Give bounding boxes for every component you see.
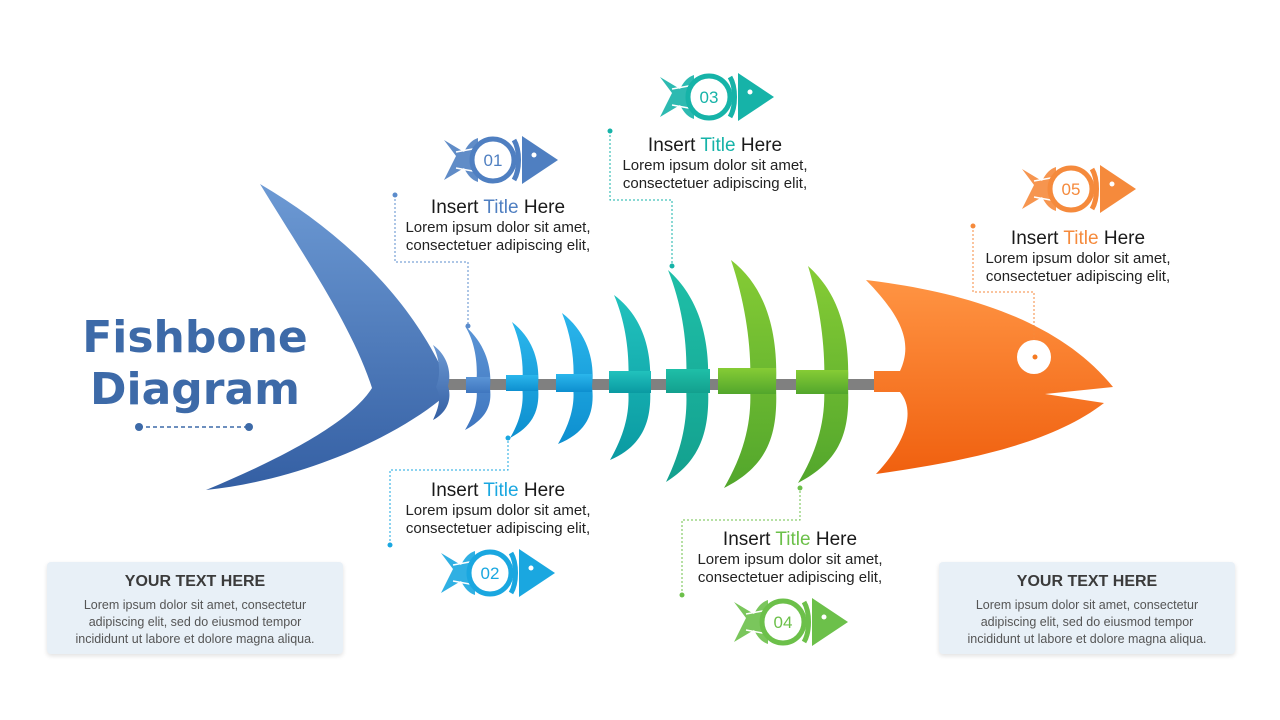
fish-number-02: 02 [481,564,500,583]
leader-line-2 [389,438,509,545]
step-text-5: Lorem ipsum dolor sit amet,consectetuer … [985,250,1171,285]
leader-dot-1 [392,192,398,198]
text-card-right-title: YOUR TEXT HERE [1016,573,1158,590]
step-title-accent-2: Title [483,480,519,501]
step-title-accent-3: Title [700,135,736,156]
step-text-1: Lorem ipsum dolor sit amet,consectetuer … [405,219,591,254]
text-card-right: YOUR TEXT HERE Lorem ipsum dolor sit ame… [939,562,1235,654]
rib-5 [666,270,710,482]
leader-dot-2b [505,435,511,441]
fish-pupil [1032,354,1038,360]
leader-dot-5 [970,223,976,229]
page-title-line2: Diagram [89,364,301,415]
leader-dot-4 [679,592,685,598]
text-card-left-body: Lorem ipsum dolor sit amet, consectetur … [75,598,315,646]
step-title-5: Insert Title Here [1010,228,1146,249]
step-text-4: Lorem ipsum dolor sit amet,consectetuer … [697,551,883,586]
step-label-3: Insert Title Here Lorem ipsum dolor sit … [597,135,833,193]
step-label-5: Insert Title Here Lorem ipsum dolor sit … [960,228,1196,286]
tail-fin-small [433,345,450,420]
step-label-2: Insert Title Here Lorem ipsum dolor sit … [380,480,616,538]
rib-3 [556,313,593,444]
fish-number-05: 05 [1062,180,1081,199]
step-title-3: Insert Title Here [647,135,783,156]
spine [440,379,880,390]
leader-dot-3b [669,263,675,269]
leader-dot-1b [465,323,471,329]
leader-line-1 [394,195,469,326]
step-label-4: Insert Title Here Lorem ipsum dolor sit … [672,529,908,587]
step-title-accent-4: Title [775,529,811,550]
step-title-accent-1: Title [483,197,519,218]
fish-number-04: 04 [774,613,793,632]
fish-icon-04: 04 [734,598,848,646]
step-label-1: Insert Title Here Lorem ipsum dolor sit … [380,197,616,255]
page-title: Fishbone Diagram [60,312,330,416]
leader-line-3 [609,131,673,266]
fish-head [866,280,1113,474]
fish-icon-03: 03 [660,73,774,121]
leader-line-5 [972,226,1035,340]
text-card-left: YOUR TEXT HERE Lorem ipsum dolor sit ame… [47,562,343,654]
step-title-1: Insert Title Here [430,197,566,218]
fish-tail [206,184,440,490]
rib-4 [609,295,651,460]
step-text-2: Lorem ipsum dolor sit amet,consectetuer … [405,502,591,537]
rib-7 [796,266,849,483]
rib-2 [506,322,539,438]
fish-number-03: 03 [700,88,719,107]
fish-icon-05: 05 [1022,165,1136,213]
page-title-line1: Fishbone [82,312,308,363]
step-title-accent-5: Title [1063,228,1099,249]
leader-dot-4b [797,485,803,491]
leader-dot-2 [387,542,393,548]
fish-icon-02: 02 [441,549,555,597]
fish-number-01: 01 [484,151,503,170]
leader-line-4 [681,488,801,595]
text-card-left-title: YOUR TEXT HERE [124,573,266,590]
fish-icon-01: 01 [444,136,558,184]
step-title-4: Insert Title Here [722,529,858,550]
text-card-right-body: Lorem ipsum dolor sit amet, consectetur … [967,598,1207,646]
title-divider [135,423,253,431]
rib-6 [718,260,777,488]
leader-dot-3 [607,128,613,134]
step-title-2: Insert Title Here [430,480,566,501]
step-text-3: Lorem ipsum dolor sit amet,consectetuer … [622,157,808,192]
rib-1 [465,326,491,430]
